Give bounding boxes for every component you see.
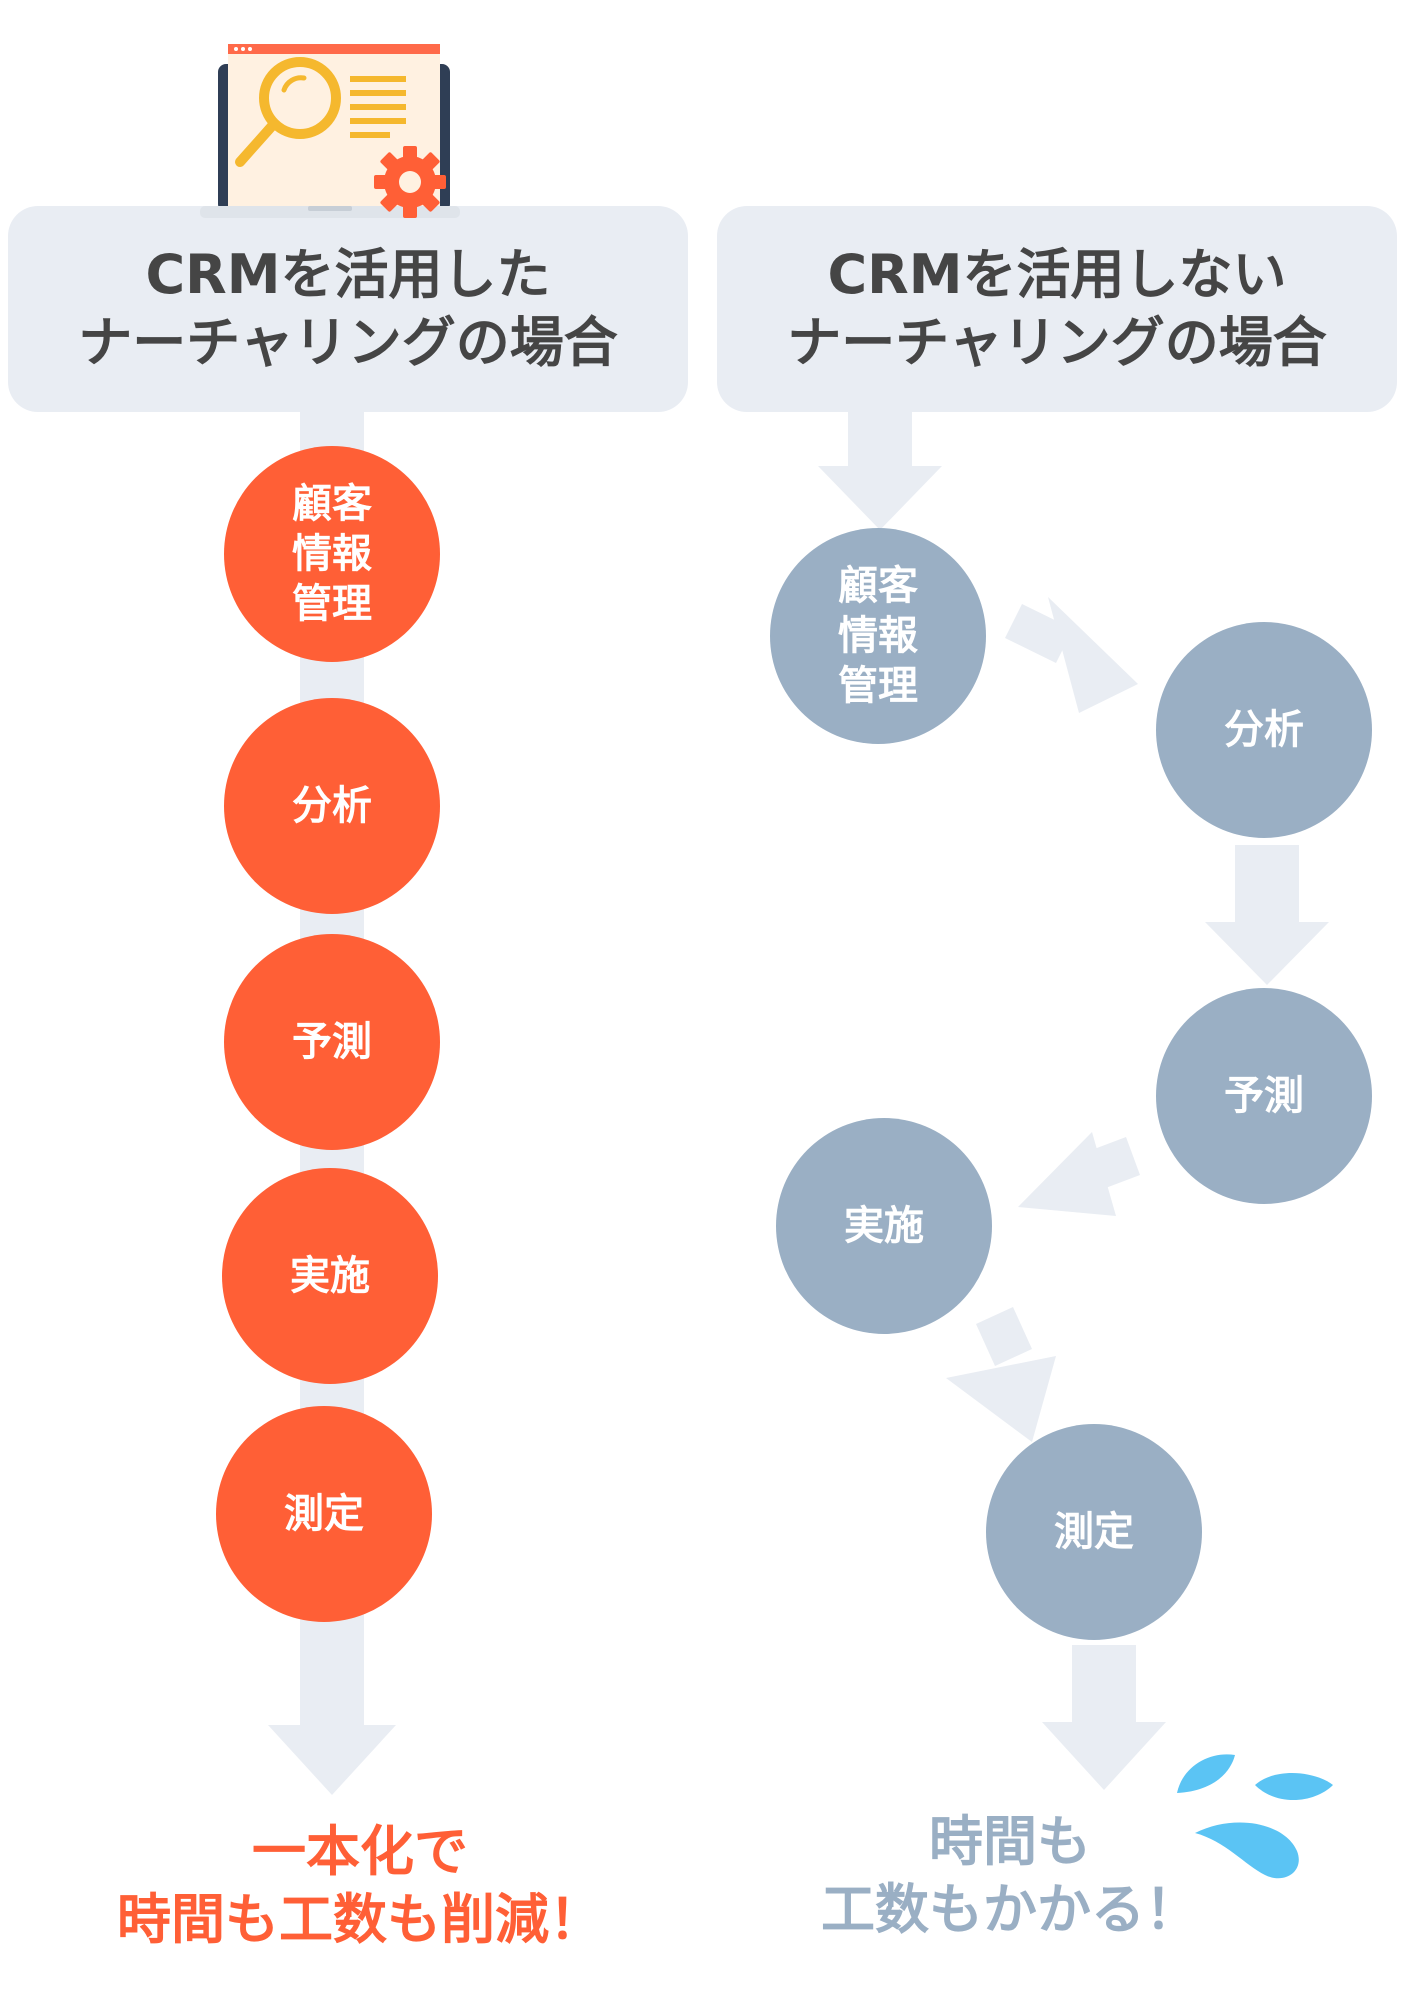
right-arrow-4: [1018, 1132, 1140, 1216]
left-conclusion-line-2: 時間も工数も削減！: [117, 1888, 603, 1951]
right-conclusion-line-1: 時間も: [929, 1810, 1091, 1873]
right-step-measurement: 測定: [986, 1424, 1202, 1640]
right-arrow-3: [1205, 845, 1329, 985]
right-arrow-2: [1005, 597, 1138, 713]
left-step-3-label: 予測: [292, 1019, 372, 1065]
header-right-line-1: CRMを活用しない: [827, 243, 1287, 306]
header-panel-without-crm: CRMを活用しない ナーチャリングの場合: [717, 206, 1397, 412]
left-step-forecast: 予測: [224, 934, 440, 1150]
laptop-magnifier-gear-icon: [200, 44, 460, 218]
left-step-1-line-3: 管理: [292, 581, 372, 627]
right-step-1-line-1: 顧客: [838, 563, 918, 609]
left-step-4-label: 実施: [290, 1253, 370, 1299]
header-right-line-2: ナーチャリングの場合: [787, 311, 1327, 374]
right-arrow-6: [1042, 1645, 1166, 1790]
header-panel-with-crm: CRMを活用した ナーチャリングの場合: [8, 206, 688, 412]
right-arrow-5: [946, 1307, 1056, 1442]
left-step-measurement: 測定: [216, 1406, 432, 1622]
left-conclusion-line-1: 一本化で: [252, 1820, 468, 1883]
sweat-drops-icon: [1177, 1754, 1333, 1879]
right-arrow-1: [818, 412, 942, 530]
left-step-execution: 実施: [222, 1168, 438, 1384]
left-conclusion: 一本化で 時間も工数も削減！: [40, 1818, 680, 1954]
right-step-analysis: 分析: [1156, 622, 1372, 838]
left-step-5-label: 測定: [284, 1491, 364, 1537]
right-conclusion: 時間も 工数もかかる！: [780, 1808, 1240, 1944]
left-step-1-line-1: 顧客: [292, 481, 372, 527]
header-left-line-2: ナーチャリングの場合: [78, 311, 618, 374]
right-step-forecast: 予測: [1156, 988, 1372, 1204]
header-left-line-1: CRMを活用した: [145, 243, 551, 306]
right-step-5-label: 測定: [1054, 1509, 1134, 1555]
left-step-1-line-2: 情報: [292, 531, 372, 577]
left-step-analysis: 分析: [224, 698, 440, 914]
right-step-2-label: 分析: [1224, 707, 1304, 753]
right-step-execution: 実施: [776, 1118, 992, 1334]
left-step-customer-info-management: 顧客 情報 管理: [224, 446, 440, 662]
right-step-4-label: 実施: [844, 1203, 924, 1249]
right-conclusion-line-2: 工数もかかる！: [821, 1878, 1199, 1941]
right-step-1-line-2: 情報: [838, 613, 918, 659]
right-step-1-line-3: 管理: [838, 663, 918, 709]
right-step-3-label: 予測: [1224, 1073, 1304, 1119]
left-step-2-label: 分析: [292, 783, 372, 829]
right-step-customer-info-management: 顧客 情報 管理: [770, 528, 986, 744]
